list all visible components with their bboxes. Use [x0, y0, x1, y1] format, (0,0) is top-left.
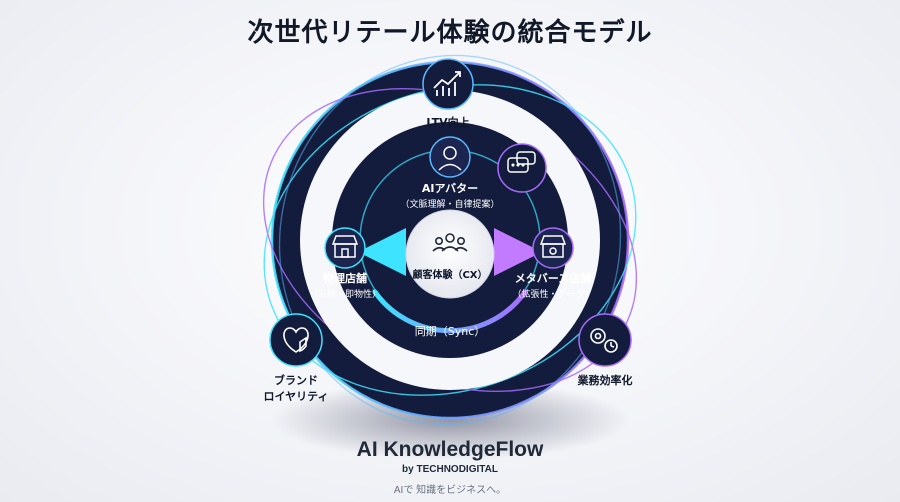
loyalty-node: [269, 313, 323, 367]
ai-avatar-icon: [438, 146, 462, 171]
metaverse-store-node: [532, 227, 574, 269]
loyalty-label-line1: ブランド: [273, 374, 318, 387]
efficiency-label-text: 業務効率化: [577, 374, 633, 387]
efficiency-label: 業務効率化: [578, 372, 633, 388]
chat-bubble-icon: [507, 151, 536, 173]
store-icon: [331, 235, 359, 258]
loyalty-label: ブランド ロイヤリティ: [263, 372, 328, 404]
metaverse-store-label-sub: （拡張性・データ）: [512, 290, 594, 300]
brand-tagline: AIで 知識をビジネスへ。: [393, 485, 507, 496]
sync-label: 同期（Sync）: [415, 323, 486, 339]
physical-store-label-sub: （五感・即物性）: [308, 290, 382, 300]
center-disk: [405, 209, 495, 299]
gear-clock-icon: [590, 328, 618, 353]
physical-store-node: [324, 227, 366, 269]
heart-shield-icon: [283, 327, 309, 353]
physical-store-label: 物理店舗 （五感・即物性）: [309, 270, 381, 300]
avatar-label-sub: （文脈理解・自律提案）: [400, 200, 500, 210]
loyalty-label-line2: ロイヤリティ: [263, 390, 329, 403]
ltv-label: LTV向上: [426, 114, 469, 130]
sync-arc: [372, 289, 528, 334]
metaverse-store-label: メタバース店舗 （拡張性・データ）: [512, 270, 593, 300]
center-label-text: 顧客体験（CX）: [412, 270, 488, 281]
ltv-label-text: LTV向上: [426, 116, 470, 129]
avatar-label-main: AIアバター: [421, 182, 479, 195]
metaverse-store-label-main: メタバース店舗: [514, 272, 592, 285]
efficiency-node: [578, 313, 632, 367]
physical-store-label-main: 物理店舗: [322, 272, 367, 285]
page-title: 次世代リテール体験の統合モデル: [247, 18, 653, 48]
ltv-node: [422, 58, 474, 110]
avatar-label: AIアバター （文脈理解・自律提案）: [400, 180, 499, 210]
ai-avatar-node: [429, 136, 471, 178]
brand-byline: by TECHNODIGITAL: [402, 464, 498, 475]
sync-label-text: 同期（Sync）: [414, 325, 486, 338]
chat-node: [497, 143, 547, 193]
trend-chart-icon: [433, 71, 461, 96]
brand-footer: AI KnowledgeFlow by TECHNODIGITAL AIで 知識…: [0, 438, 900, 496]
center-label: 顧客体験（CX）: [412, 266, 487, 281]
virtual-store-icon: [539, 235, 567, 258]
brand-name: AI KnowledgeFlow: [356, 438, 544, 461]
customer-group-icon: [432, 233, 468, 252]
